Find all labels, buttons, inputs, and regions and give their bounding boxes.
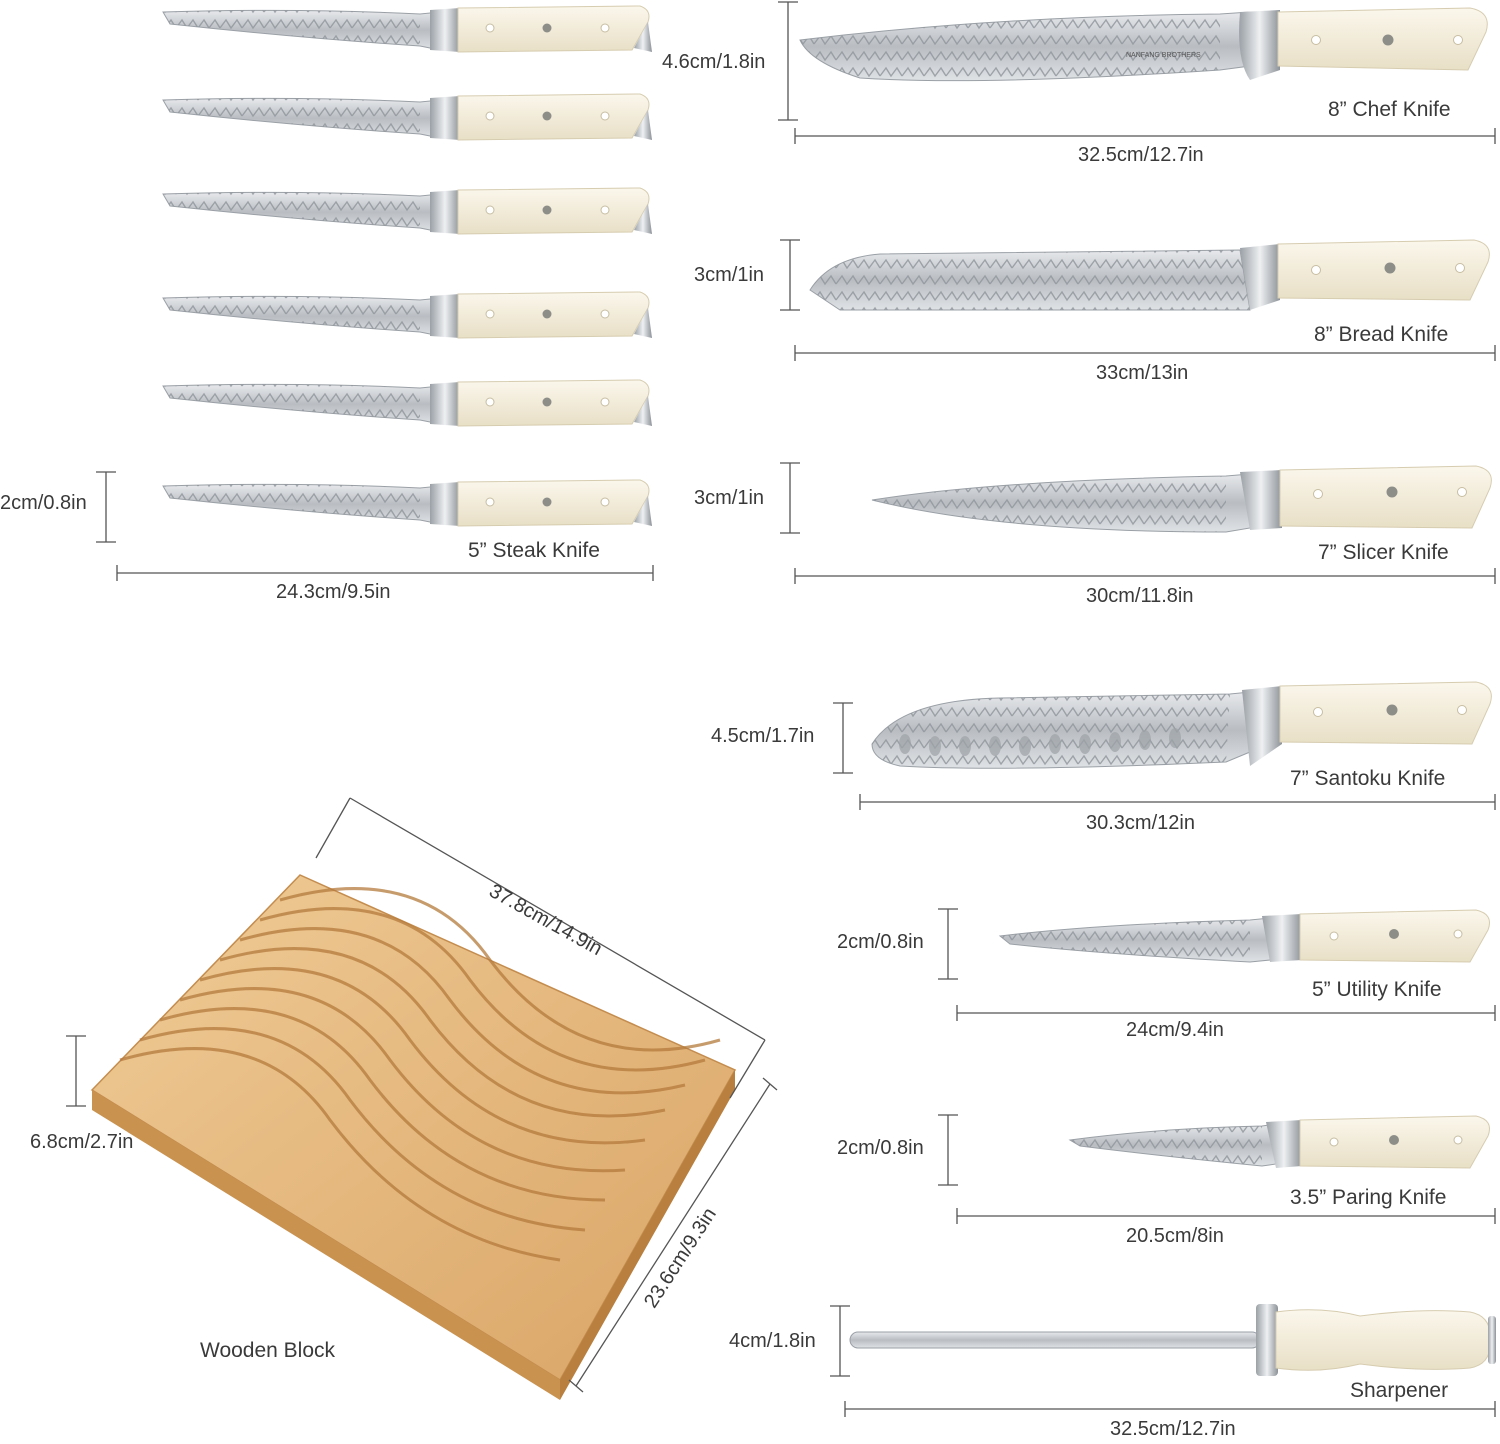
sharpener: [849, 1304, 1496, 1376]
bread-length-label: 33cm/13in: [1096, 362, 1189, 384]
sharpener-length-label: 32.5cm/12.7in: [1110, 1418, 1236, 1440]
utility-length-label: 24cm/9.4in: [1126, 1019, 1224, 1041]
bread-height-label: 3cm/1in: [694, 264, 765, 286]
slicer-knife-name: 7” Slicer Knife: [1318, 541, 1449, 564]
santoku-length-label: 30.3cm/12in: [1086, 812, 1195, 834]
paring-height-label: 2cm/0.8in: [837, 1137, 924, 1159]
steak-length-label: 24.3cm/9.5in: [276, 581, 391, 603]
steak-height-label: 2cm/0.8in: [0, 492, 87, 514]
santoku-height-label: 4.5cm/1.7in: [711, 725, 815, 747]
steak-knife-name: 5” Steak Knife: [468, 539, 600, 562]
sharpener-height-label: 4cm/1.8in: [729, 1330, 816, 1352]
santoku-knife-name: 7” Santoku Knife: [1290, 767, 1446, 790]
wooden-block: [90, 874, 737, 1400]
block-name: Wooden Block: [200, 1339, 336, 1362]
paring-knife: [1068, 1115, 1490, 1169]
santoku-knife: [871, 681, 1492, 769]
slicer-height-label: 3cm/1in: [694, 487, 765, 509]
chef-height-label: 4.6cm/1.8in: [662, 51, 766, 73]
dimension-lines: [66, 1, 1496, 1417]
sharpener-name: Sharpener: [1350, 1379, 1449, 1402]
brand-etching: NANFANG BROTHERS: [1126, 52, 1201, 59]
chef-length-label: 32.5cm/12.7in: [1078, 144, 1204, 166]
steak-knives: [162, 5, 653, 527]
utility-knife-name: 5” Utility Knife: [1312, 978, 1442, 1001]
block-height-label: 6.8cm/2.7in: [30, 1131, 134, 1153]
slicer-length-label: 30cm/11.8in: [1086, 585, 1194, 607]
chef-knife: [799, 7, 1488, 82]
bread-knife: [809, 239, 1490, 311]
slicer-knife: [871, 465, 1492, 533]
paring-length-label: 20.5cm/8in: [1126, 1225, 1224, 1247]
bread-knife-name: 8” Bread Knife: [1314, 323, 1449, 346]
utility-height-label: 2cm/0.8in: [837, 931, 924, 953]
paring-knife-name: 3.5” Paring Knife: [1290, 1186, 1447, 1209]
steak-knife: [162, 5, 652, 53]
chef-knife-name: 8” Chef Knife: [1328, 98, 1451, 121]
utility-knife: [998, 909, 1490, 963]
